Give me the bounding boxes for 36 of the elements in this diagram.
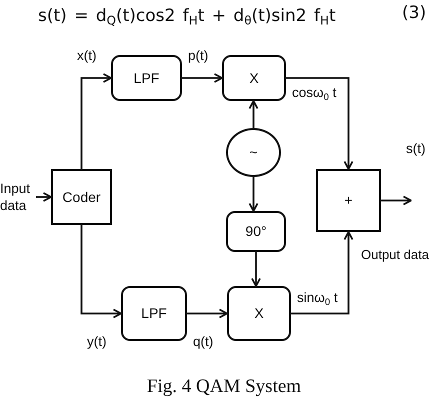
- multiplier-box: [222, 55, 286, 101]
- filter-box: [121, 286, 187, 341]
- block-label: X: [254, 305, 264, 322]
- arrow: [248, 177, 258, 212]
- signal-label: q(t): [193, 333, 214, 350]
- arrow: [80, 73, 112, 169]
- signal-label: s(t): [406, 140, 426, 157]
- arrow: [248, 100, 258, 128]
- block-label: ~: [249, 144, 258, 161]
- block-label: X: [249, 70, 259, 86]
- signal-label: sinω$_{0}$ t: [297, 289, 338, 306]
- arrow: [291, 231, 354, 314]
- arrow: [381, 196, 412, 206]
- figure-caption: Fig. 4 QAM System: [146, 376, 302, 398]
- arrow: [251, 252, 261, 287]
- filter-box: [111, 55, 182, 101]
- block-label: +: [344, 192, 353, 209]
- input-label: Input data: [0, 180, 36, 214]
- arrow: [182, 73, 223, 83]
- multiplier-box: [227, 286, 291, 341]
- signal-label: y(t): [87, 333, 106, 350]
- arrow: [286, 77, 354, 170]
- adder-box: [316, 169, 381, 232]
- arrow: [36, 192, 52, 202]
- block-label: LPF: [134, 70, 160, 86]
- block-label: 90°: [245, 223, 267, 240]
- arrow: [187, 308, 228, 318]
- block-label: LPF: [141, 305, 167, 322]
- block-label: Coder: [62, 188, 101, 206]
- equation-number: (3): [402, 5, 426, 22]
- signal-label: x(t): [77, 47, 96, 64]
- equation: s(t) = d$_{Q}$(t)cos2 f$_{H}$t + d$_{θ}$(t)sin2 f$_{H}$t: [38, 5, 336, 27]
- phase-shift-box: [226, 211, 286, 252]
- signal-label: p(t): [188, 47, 208, 64]
- coder-box: [51, 169, 112, 225]
- arrow: [80, 225, 122, 318]
